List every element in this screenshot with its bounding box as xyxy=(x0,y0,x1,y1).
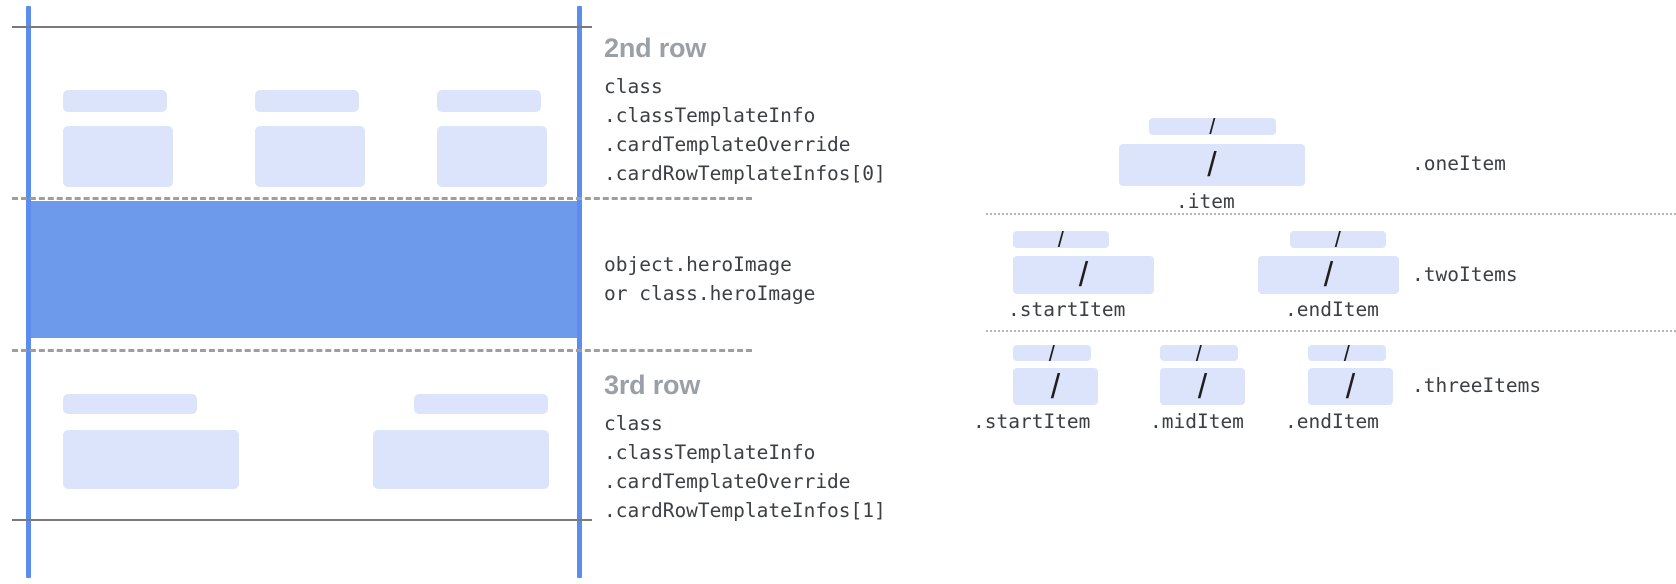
threeitems-start-slot-title: / xyxy=(1013,345,1091,361)
row3-chip-body-2 xyxy=(373,430,549,489)
card-bottom-rule xyxy=(12,519,592,521)
slash-icon: / xyxy=(1050,368,1061,405)
card-separator-top xyxy=(12,197,752,200)
threeitems-end-slot-title: / xyxy=(1308,345,1386,361)
annotation-code-3rd-row: class .classTemplateInfo .cardTemplateOv… xyxy=(604,412,886,522)
row2-chip-body-1 xyxy=(63,126,173,187)
oneitem-slot-body: / xyxy=(1119,144,1305,186)
annotation-code-2nd-row: class .classTemplateInfo .cardTemplateOv… xyxy=(604,75,886,185)
group-label-threeItems: .threeItems xyxy=(1412,374,1542,397)
slash-icon: / xyxy=(1334,231,1342,248)
card-row-diagram: 2nd row class .classTemplateInfo .cardTe… xyxy=(0,0,886,584)
card-row-2nd xyxy=(31,28,577,197)
row3-chip-title-2 xyxy=(414,394,548,414)
slash-icon: / xyxy=(1078,256,1089,294)
annotation-code-hero: object.heroImage or class.heroImage xyxy=(604,253,816,305)
row2-chip-title-1 xyxy=(63,90,167,112)
left-guide-rail xyxy=(26,6,31,578)
row2-chip-title-3 xyxy=(437,90,541,112)
slash-icon: / xyxy=(1209,118,1216,135)
annotation-title-2nd-row: 2nd row xyxy=(604,33,707,63)
threeitems-end-slot-label: .endItem xyxy=(1285,410,1379,433)
row3-chip-body-1 xyxy=(63,430,239,489)
item-separator-1 xyxy=(986,213,1676,215)
oneitem-slot-label: .item xyxy=(1176,190,1235,213)
group-label-twoItems: .twoItems xyxy=(1412,263,1518,286)
right-guide-rail xyxy=(577,6,582,578)
threeitems-end-slot-body: / xyxy=(1308,368,1393,405)
slash-icon: / xyxy=(1207,146,1217,184)
threeitems-mid-slot-body: / xyxy=(1160,368,1245,405)
twoitems-end-slot-label: .endItem xyxy=(1285,298,1379,321)
slash-icon: / xyxy=(1057,231,1065,248)
twoitems-start-slot-label: .startItem xyxy=(1008,298,1126,321)
threeitems-start-slot-body: / xyxy=(1013,368,1098,405)
annotation-title-3rd-row: 3rd row xyxy=(604,370,701,400)
row2-chip-body-3 xyxy=(437,126,547,187)
item-separator-2 xyxy=(986,330,1676,332)
slash-icon: / xyxy=(1345,368,1356,405)
card-top-rule xyxy=(12,26,592,28)
threeitems-mid-slot-label: .midItem xyxy=(1150,410,1244,433)
twoitems-end-slot-body: / xyxy=(1258,256,1399,294)
threeitems-mid-slot-title: / xyxy=(1160,345,1238,361)
twoitems-start-slot-body: / xyxy=(1013,256,1154,294)
card-row-3rd xyxy=(31,353,577,519)
card-separator-bottom xyxy=(12,349,752,352)
item-group-twoItems: / / .startItem / / .endItem .twoItems xyxy=(960,0,1676,330)
item-layout-diagram: / / .item .oneItem / / .startItem / xyxy=(960,0,1676,584)
row3-chip-title-1 xyxy=(63,394,197,414)
slash-icon: / xyxy=(1195,345,1203,361)
item-group-threeItems: / / .startItem / / .midItem / / .endItem… xyxy=(960,0,1676,450)
slash-icon: / xyxy=(1343,345,1351,361)
row2-chip-body-2 xyxy=(255,126,365,187)
twoitems-end-slot-title: / xyxy=(1290,231,1386,248)
twoitems-start-slot-title: / xyxy=(1013,231,1109,248)
slash-icon: / xyxy=(1323,256,1334,294)
threeitems-start-slot-label: .startItem xyxy=(973,410,1091,433)
hero-image-block xyxy=(31,201,577,338)
slash-icon: / xyxy=(1197,368,1208,405)
item-group-oneItem: / / .item .oneItem xyxy=(960,0,1676,213)
oneitem-slot-title: / xyxy=(1149,118,1276,135)
group-label-oneItem: .oneItem xyxy=(1412,152,1506,175)
slash-icon: / xyxy=(1048,345,1056,361)
row2-chip-title-2 xyxy=(255,90,359,112)
